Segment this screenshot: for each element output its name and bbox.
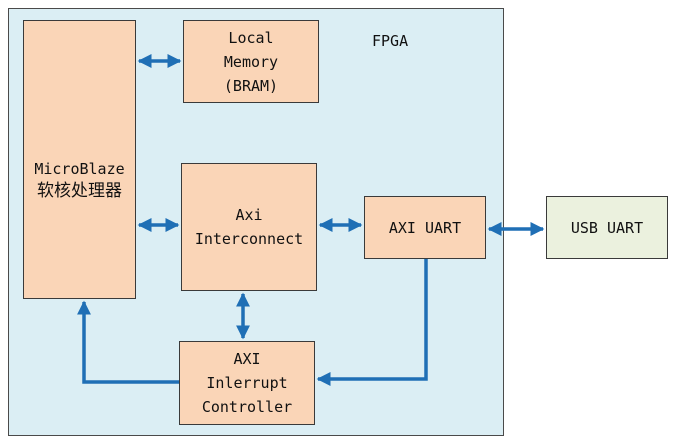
microblaze-label: MicroBlaze 软核处理器 [24, 158, 135, 202]
local-memory-block: Local Memory (BRAM) [183, 20, 319, 103]
axi-interrupt-line2: Inlerrupt [206, 374, 288, 392]
microblaze-subtitle: 软核处理器 [37, 181, 122, 201]
local-memory-line3: (BRAM) [223, 76, 279, 95]
local-memory-line1: Local [228, 28, 274, 47]
interrupt-microblaze-arrow [77, 300, 179, 384]
local-memory-line2: Memory [223, 52, 279, 71]
axi-interconnect-block: Axi Interconnect [181, 163, 317, 291]
microblaze-block: MicroBlaze 软核处理器 [23, 20, 136, 299]
axi-uart-block: AXI UART [364, 196, 486, 259]
uart-interrupt-arrow [316, 259, 428, 386]
axi-interconnect-line2: Interconnect [194, 230, 304, 248]
axi-interrupt-line3: Controller [201, 398, 293, 416]
microblaze-name: MicroBlaze [34, 160, 125, 178]
axi-uart-label: AXI UART [388, 218, 462, 237]
axi-interrupt-line1: AXI [233, 350, 261, 368]
axi-interrupt-controller-block: AXI Inlerrupt Controller [179, 341, 315, 425]
usb-uart-block: USB UART [546, 196, 668, 259]
axi-interconnect-line1: Axi [235, 206, 263, 224]
usb-uart-label: USB UART [570, 218, 644, 237]
fpga-label: FPGA [372, 32, 409, 50]
